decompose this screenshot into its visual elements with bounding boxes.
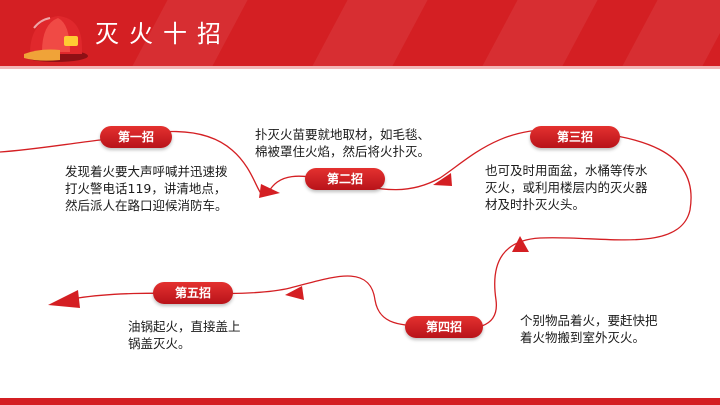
- step-3-text: 也可及时用面盆，水桶等传水 灭火，或利用楼层内的灭火器 材及时扑灭火头。: [485, 162, 648, 213]
- text-line: 发现着火要大声呼喊并迅速拨: [65, 164, 228, 179]
- text-line: 油锅起火，直接盖上: [128, 319, 241, 334]
- header-bar: 灭火十招: [0, 0, 720, 66]
- step-1-label: 第一招: [100, 126, 172, 148]
- text-line: 棉被罩住火焰，然后将火扑灭。: [255, 144, 431, 159]
- step-1-text: 发现着火要大声呼喊并迅速拨 打火警电话119，讲清地点， 然后派人在路口迎候消防…: [65, 163, 228, 214]
- arrow-icon: [48, 290, 80, 308]
- step-5-text: 油锅起火，直接盖上 锅盖灭火。: [128, 318, 241, 352]
- step-5-label: 第五招: [153, 282, 233, 304]
- arrow-icon: [433, 173, 452, 186]
- step-4-text: 个别物品着火，要赶快把 着火物搬到室外灭火。: [520, 312, 658, 346]
- footer-bar: [0, 398, 720, 405]
- step-2-text: 扑灭火苗要就地取材，如毛毯、 棉被罩住火焰，然后将火扑灭。: [255, 126, 430, 160]
- step-2-label: 第二招: [305, 168, 385, 190]
- text-line: 灭火，或利用楼层内的灭火器: [485, 180, 648, 195]
- text-line: 也可及时用面盆，水桶等传水: [485, 163, 648, 178]
- header-divider: [0, 66, 720, 69]
- text-line: 打火警电话119，讲清地点，: [65, 181, 227, 196]
- text-line: 个别物品着火，要赶快把: [520, 313, 658, 328]
- page-title: 灭火十招: [95, 20, 231, 48]
- text-line: 扑灭火苗要就地取材，如毛毯、: [255, 127, 431, 142]
- text-line: 然后派人在路口迎候消防车。: [65, 198, 228, 213]
- arrow-icon: [512, 236, 529, 252]
- fire-helmet-icon: [24, 16, 88, 62]
- text-line: 锅盖灭火。: [128, 336, 191, 351]
- step-3-label: 第三招: [530, 126, 620, 148]
- step-4-label: 第四招: [405, 316, 483, 338]
- arrow-icon: [285, 286, 304, 300]
- text-line: 着火物搬到室外灭火。: [520, 330, 646, 345]
- arrow-icon: [259, 184, 280, 198]
- text-line: 材及时扑灭火头。: [485, 197, 586, 212]
